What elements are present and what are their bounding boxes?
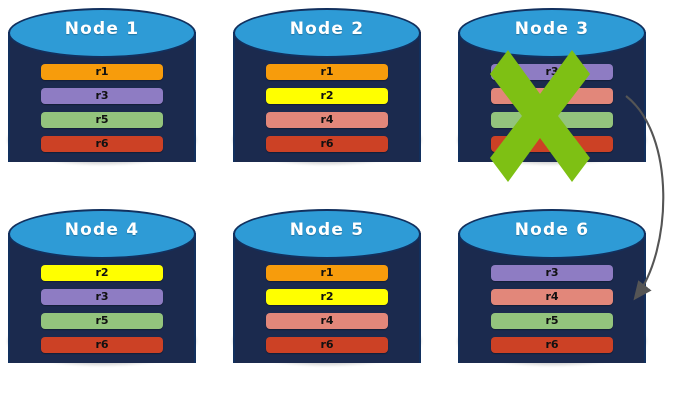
node-label: Node 2 — [289, 19, 365, 39]
node-label: Node 5 — [289, 220, 365, 240]
record-bar-r4[interactable]: r4 — [491, 88, 613, 104]
record-bar-r6[interactable]: r6 — [266, 136, 388, 152]
record-bar-r6[interactable]: r6 — [491, 136, 613, 152]
cylinder-top — [8, 8, 196, 58]
node-label: Node 3 — [514, 19, 590, 39]
database-node-6[interactable]: Node 6 r3 r4 r5 r6 — [458, 209, 646, 387]
node-label: Node 6 — [514, 220, 590, 240]
record-bar-r5[interactable]: r5 — [491, 313, 613, 329]
database-node-3[interactable]: Node 3 r3 r4 r5 r6 — [458, 8, 646, 186]
database-node-1[interactable]: Node 1 r1 r3 r5 r6 — [8, 8, 196, 186]
record-list: r1 r2 r4 r6 — [266, 64, 388, 152]
record-bar-r6[interactable]: r6 — [266, 337, 388, 353]
database-node-2[interactable]: Node 2 r1 r2 r4 r6 — [233, 8, 421, 186]
cylinder-top — [233, 8, 421, 58]
cylinder-top — [8, 209, 196, 259]
record-list: r3 r4 r5 r6 — [491, 64, 613, 152]
record-list: r1 r2 r4 r6 — [266, 265, 388, 353]
record-bar-r4[interactable]: r4 — [491, 289, 613, 305]
record-bar-r1[interactable]: r1 — [266, 265, 388, 281]
record-bar-r5[interactable]: r5 — [491, 112, 613, 128]
database-node-5[interactable]: Node 5 r1 r2 r4 r6 — [233, 209, 421, 387]
record-bar-r3[interactable]: r3 — [41, 88, 163, 104]
record-bar-r3[interactable]: r3 — [491, 265, 613, 281]
cylinder-top — [233, 209, 421, 259]
record-bar-r3[interactable]: r3 — [41, 289, 163, 305]
record-list: r1 r3 r5 r6 — [41, 64, 163, 152]
node-label: Node 4 — [64, 220, 140, 240]
record-bar-r2[interactable]: r2 — [41, 265, 163, 281]
record-bar-r2[interactable]: r2 — [266, 289, 388, 305]
database-node-4[interactable]: Node 4 r2 r3 r5 r6 — [8, 209, 196, 387]
record-list: r3 r4 r5 r6 — [491, 265, 613, 353]
record-bar-r3[interactable]: r3 — [491, 64, 613, 80]
record-bar-r1[interactable]: r1 — [266, 64, 388, 80]
cylinder-top — [458, 8, 646, 58]
node-label: Node 1 — [64, 19, 140, 39]
record-bar-r4[interactable]: r4 — [266, 313, 388, 329]
record-bar-r2[interactable]: r2 — [266, 88, 388, 104]
record-bar-r4[interactable]: r4 — [266, 112, 388, 128]
record-bar-r1[interactable]: r1 — [41, 64, 163, 80]
record-bar-r5[interactable]: r5 — [41, 313, 163, 329]
record-bar-r6[interactable]: r6 — [491, 337, 613, 353]
record-list: r2 r3 r5 r6 — [41, 265, 163, 353]
record-bar-r5[interactable]: r5 — [41, 112, 163, 128]
record-bar-r6[interactable]: r6 — [41, 136, 163, 152]
cylinder-top — [458, 209, 646, 259]
record-bar-r6[interactable]: r6 — [41, 337, 163, 353]
